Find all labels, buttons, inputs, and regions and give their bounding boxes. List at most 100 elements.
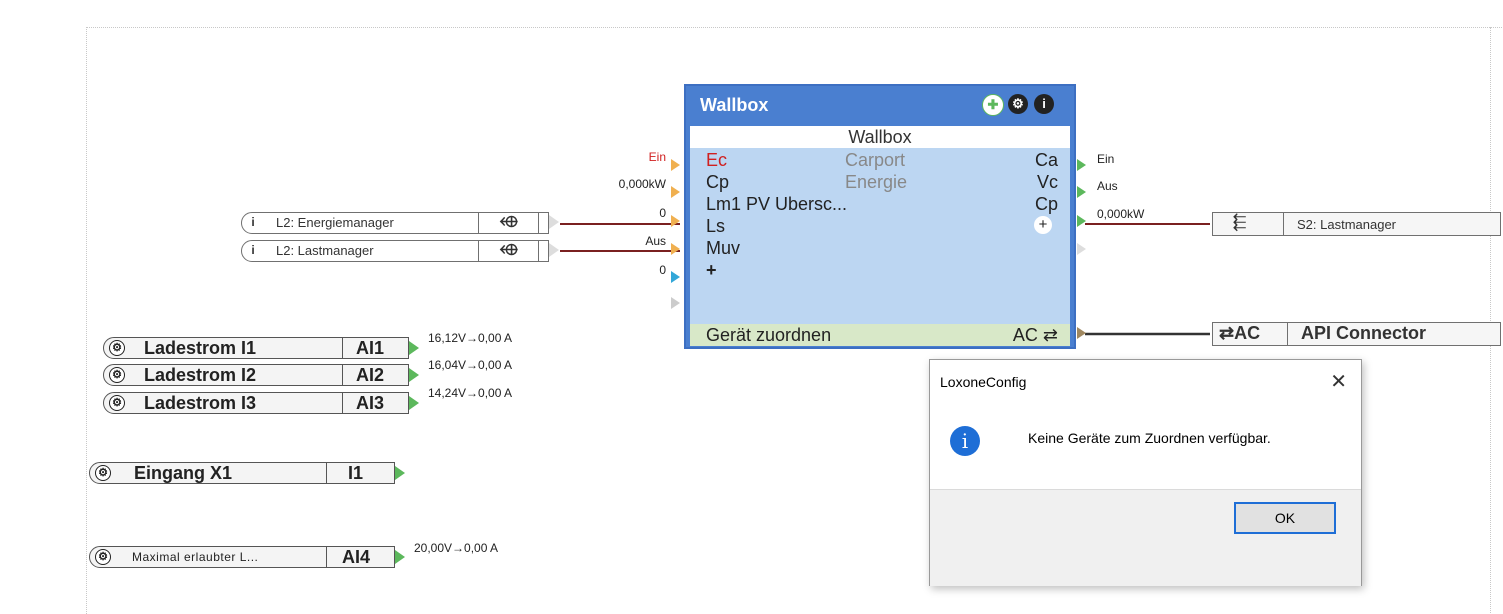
ref-label: L2: Energiemanager: [276, 215, 394, 230]
assign-device-label[interactable]: Gerät zuordnen: [706, 325, 832, 345]
input-pin-cp[interactable]: [671, 186, 680, 198]
gear-icon: ⚙: [109, 367, 125, 383]
input-name: Eingang X1: [134, 463, 233, 483]
divider: [478, 241, 479, 261]
divider: [326, 547, 327, 567]
ref-output-pin[interactable]: [549, 243, 559, 257]
pin-value-ca: Ein: [1097, 152, 1115, 166]
info-icon: i: [251, 243, 255, 257]
input-label-muv: Muv: [706, 238, 741, 258]
input-label-ec: Ec: [706, 150, 728, 170]
output-label-ca: Ca: [1034, 150, 1058, 170]
input-io: I1: [348, 463, 364, 483]
divider: [1287, 323, 1288, 345]
output-ref-label: S2: Lastmanager: [1297, 217, 1397, 232]
input-maximal-erlaubter[interactable]: ⚙ Maximal erlaubter L... AI4: [89, 546, 395, 568]
block-subtitle: Wallbox: [690, 126, 1070, 148]
goto-icon[interactable]: ⬲: [500, 214, 518, 231]
gear-icon: ⚙: [109, 340, 125, 356]
input-ladestrom-i2[interactable]: ⚙ Ladestrom I2 AI2: [103, 364, 409, 386]
output-label-cp: Cp: [1034, 194, 1058, 214]
pin-value-vc: Aus: [1097, 179, 1118, 193]
ref-energiemanager[interactable]: i L2: Energiemanager ⬲: [241, 212, 549, 234]
dialog-title: LoxoneConfig: [940, 374, 1027, 390]
dialog-message: Keine Geräte zum Zuordnen verfügbar.: [1028, 430, 1271, 446]
goto-icon[interactable]: ⬱: [1233, 214, 1246, 231]
output-pin[interactable]: [409, 368, 419, 382]
block-body: Wallbox Ec Cp Lm1 PV Ubersc... Ls Muv + …: [690, 126, 1070, 346]
input-value: 14,24V→0,00 A: [428, 386, 513, 400]
block-title: Wallbox: [700, 95, 769, 115]
divider: [326, 463, 327, 483]
divider: [538, 213, 539, 233]
output-pin-add[interactable]: [1077, 243, 1086, 255]
wallbox-block[interactable]: Wallbox ✚ ⚙ i Wallbox Ec Cp Lm1 PV Ubers…: [684, 84, 1076, 349]
output-pin-vc[interactable]: [1077, 186, 1086, 198]
info-icon: i: [950, 426, 980, 456]
api-connector-label: API Connector: [1301, 323, 1427, 343]
program-canvas[interactable]: [86, 27, 1503, 614]
message-dialog: LoxoneConfig ✕ i Keine Geräte zum Zuordn…: [929, 359, 1362, 586]
divider: [1283, 213, 1284, 235]
input-eingang-x1[interactable]: ⚙ Eingang X1 I1: [89, 462, 395, 484]
input-ladestrom-i3[interactable]: ⚙ Ladestrom I3 AI3: [103, 392, 409, 414]
input-label-ls: Ls: [706, 216, 726, 236]
input-pin-lm1[interactable]: [671, 215, 680, 227]
assign-device-row[interactable]: Gerät zuordnen AC ⇄: [690, 324, 1070, 346]
pin-value-muv: 0: [659, 263, 666, 277]
ref-output-pin[interactable]: [549, 215, 559, 229]
input-pin-ls[interactable]: [671, 243, 680, 255]
add-input-button[interactable]: +: [706, 260, 717, 280]
pin-value-cp: 0,000kW: [618, 177, 666, 191]
divider: [342, 393, 343, 413]
close-icon[interactable]: ✕: [1330, 371, 1347, 393]
info-icon[interactable]: i: [1034, 94, 1054, 114]
gear-icon: ⚙: [109, 395, 125, 411]
gear-icon: ⚙: [95, 549, 111, 565]
canvas-right-border: [1490, 27, 1491, 613]
pin-value-ec: Ein: [648, 150, 666, 164]
input-value: 16,12V→0,00 A: [428, 331, 513, 345]
output-pin[interactable]: [409, 341, 419, 355]
input-name: Ladestrom I1: [144, 338, 257, 358]
output-ref-lastmanager[interactable]: ⬱ S2: Lastmanager: [1212, 212, 1501, 236]
input-label-cp: Cp: [706, 172, 730, 192]
divider: [538, 241, 539, 261]
output-pin[interactable]: [395, 466, 405, 480]
output-pin-ac[interactable]: [1077, 327, 1086, 339]
ref-label: L2: Lastmanager: [276, 243, 374, 258]
output-pin-ca[interactable]: [1077, 159, 1086, 171]
move-icon[interactable]: ✚: [982, 94, 1004, 116]
input-io: AI4: [342, 547, 371, 567]
assign-io-label: AC ⇄: [1012, 325, 1058, 345]
input-name: Ladestrom I2: [144, 365, 257, 385]
gear-icon[interactable]: ⚙: [1008, 94, 1028, 114]
output-ref-api-connector[interactable]: ⇄AC API Connector: [1212, 322, 1501, 346]
goto-icon[interactable]: ⬲: [500, 242, 518, 259]
api-connector-io: ⇄AC: [1219, 323, 1261, 343]
input-ladestrom-i1[interactable]: ⚙ Ladestrom I1 AI1: [103, 337, 409, 359]
add-output-button[interactable]: +: [1034, 216, 1052, 234]
block-energie: Energie: [845, 172, 908, 192]
divider: [342, 338, 343, 358]
ok-button[interactable]: OK: [1234, 502, 1336, 534]
input-pin-muv[interactable]: [671, 271, 680, 283]
input-label-lm1: Lm1 PV Ubersc...: [706, 194, 848, 214]
pin-value-ls: Aus: [645, 234, 666, 248]
output-pin[interactable]: [409, 396, 419, 410]
info-icon: i: [251, 215, 255, 229]
gear-icon: ⚙: [95, 465, 111, 481]
input-pin-add[interactable]: [671, 297, 680, 309]
divider: [478, 213, 479, 233]
pin-value-lm1: 0: [659, 206, 666, 220]
input-io: AI3: [356, 393, 385, 413]
input-value: 16,04V→0,00 A: [428, 358, 513, 372]
output-pin-cp[interactable]: [1077, 215, 1086, 227]
block-carport: Carport: [845, 150, 906, 170]
pin-value-cp-out: 0,000kW: [1097, 207, 1145, 221]
output-pin[interactable]: [395, 550, 405, 564]
input-value: 20,00V→0,00 A: [414, 541, 499, 555]
input-pin-ec[interactable]: [671, 159, 680, 171]
ref-lastmanager[interactable]: i L2: Lastmanager ⬲: [241, 240, 549, 262]
